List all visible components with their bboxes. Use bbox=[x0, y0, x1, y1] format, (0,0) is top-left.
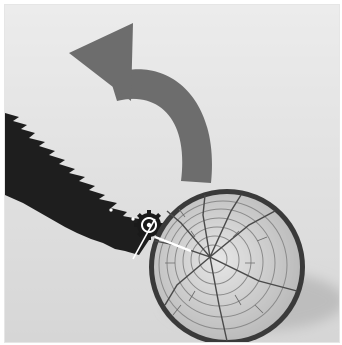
illustration-canvas bbox=[5, 5, 339, 342]
illustration-panel bbox=[4, 4, 340, 343]
